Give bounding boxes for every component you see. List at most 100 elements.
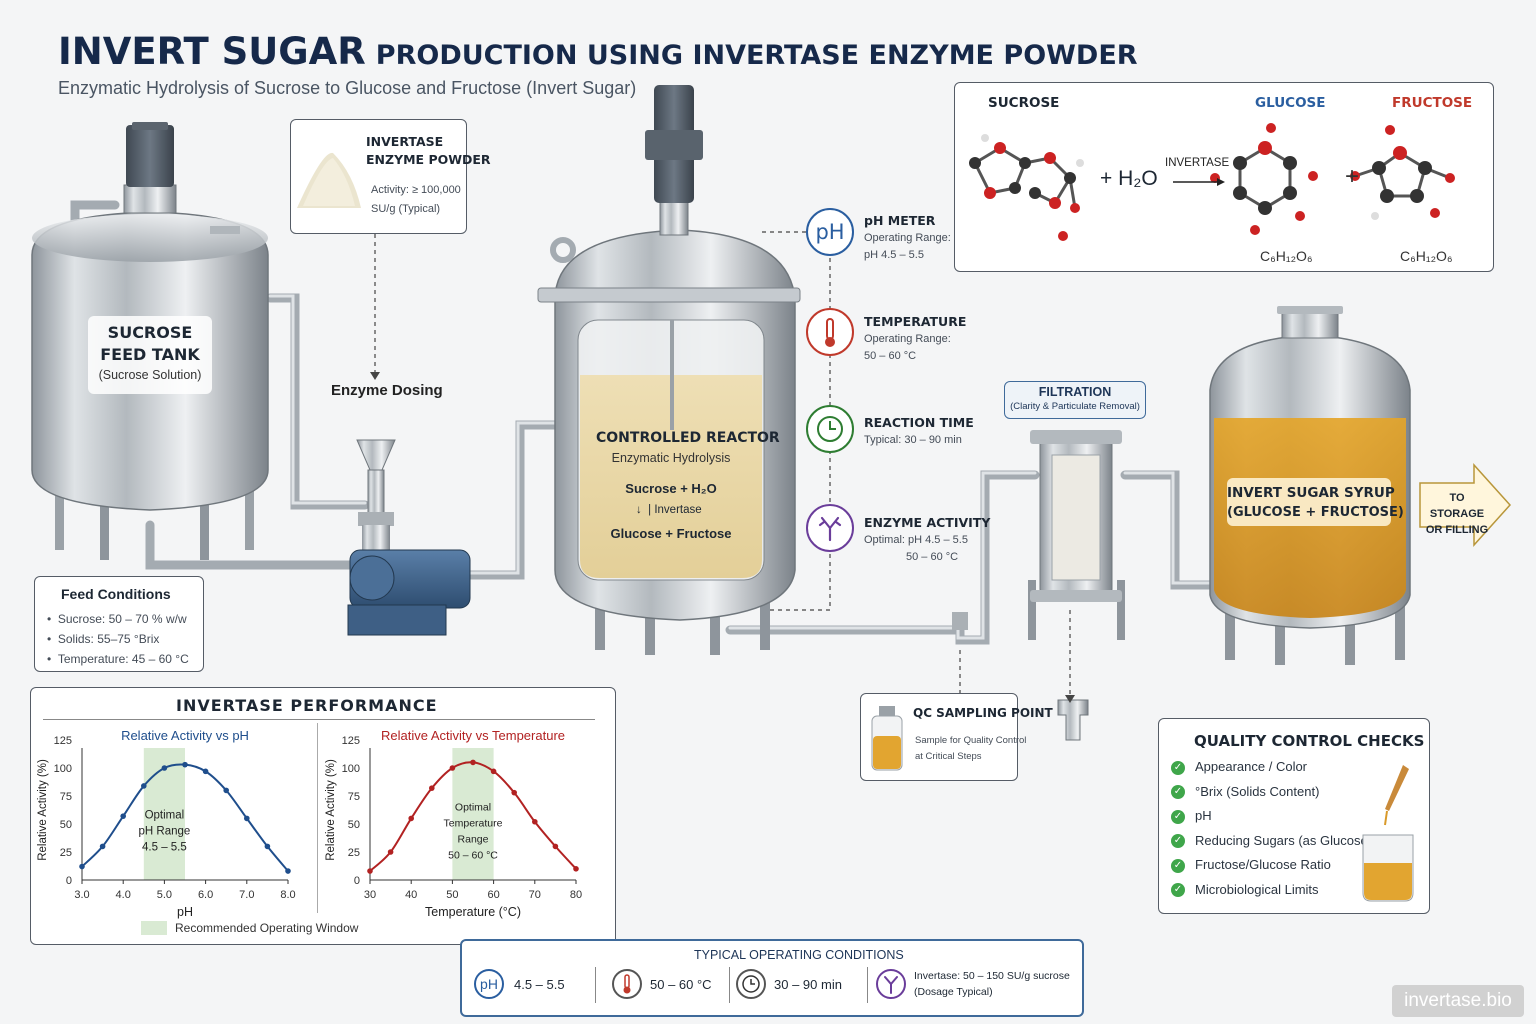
data-point xyxy=(490,768,497,775)
reaction-time-title: REACTION TIME xyxy=(864,415,974,430)
qc-check-item: ✓°Brix (Solids Content) xyxy=(1171,784,1372,809)
ph-meter-text: pH METER Operating Range: pH 4.5 – 5.5 xyxy=(864,213,951,263)
y-tick-label: 125 xyxy=(54,735,72,747)
fructose-formula: C₆H₁₂O₆ xyxy=(1400,248,1453,264)
data-point xyxy=(532,818,538,825)
operating-window-band xyxy=(452,748,494,880)
y-tick-label: 50 xyxy=(60,819,72,831)
syrup-line2: (GLUCOSE + FRUCTOSE) xyxy=(1227,505,1404,520)
filtration-sub: (Clarity & Particulate Removal) xyxy=(1010,401,1140,412)
check-icon: ✓ xyxy=(1171,760,1185,775)
data-point xyxy=(573,866,579,872)
data-point xyxy=(99,843,106,850)
plus-sign: + xyxy=(1345,163,1360,190)
enzyme-activity-1: Activity: ≥ 100,000 xyxy=(371,184,461,196)
x-axis-label: pH xyxy=(177,905,193,919)
operating-conditions-box: TYPICAL OPERATING CONDITIONS pH 4.5 – 5.… xyxy=(460,939,1084,1017)
x-tick-label: 60 xyxy=(487,889,499,901)
check-icon: ✓ xyxy=(1171,785,1185,800)
to-storage-line2: OR FILLING xyxy=(1425,524,1489,536)
legend-swatch xyxy=(141,921,167,935)
op-ph: pH 4.5 – 5.5 xyxy=(470,967,596,1003)
op-time: 30 – 90 min xyxy=(734,967,868,1003)
qc-check-item: ✓Microbiological Limits xyxy=(1171,882,1372,907)
fructose-molecule-icon xyxy=(1350,125,1455,220)
data-point xyxy=(223,787,229,794)
enzyme-activity-icon xyxy=(806,504,854,552)
x-tick-label: 70 xyxy=(529,889,541,901)
beaker-pipette-icon xyxy=(1362,765,1414,902)
x-axis-label: Temperature (°C) xyxy=(425,905,521,919)
data-point xyxy=(244,815,250,822)
data-point xyxy=(408,815,414,822)
check-icon: ✓ xyxy=(1171,858,1185,873)
molecule-models xyxy=(969,123,1455,241)
y-tick-label: 100 xyxy=(342,763,360,775)
chart-title: Relative Activity vs Temperature xyxy=(381,728,565,743)
feed-tank-label: SUCROSE FEED TANK (Sucrose Solution) xyxy=(88,316,212,394)
thermometer-icon xyxy=(806,308,854,356)
data-point xyxy=(552,843,559,850)
enzyme-activity-title: ENZYME ACTIVITY xyxy=(864,515,991,530)
water-term: + H₂O xyxy=(1100,167,1158,190)
qc-sampling-line2: at Critical Steps xyxy=(915,751,982,762)
x-tick-label: 3.0 xyxy=(74,889,89,901)
enzyme-activity-text: ENZYME ACTIVITY Optimal: pH 4.5 – 5.5 50… xyxy=(864,515,990,565)
window-annotation: Optimal xyxy=(145,809,185,821)
glucose-formula: C₆H₁₂O₆ xyxy=(1260,248,1313,264)
qc-check-item: ✓Reducing Sugars (as Glucose) xyxy=(1171,833,1372,858)
window-annotation: 4.5 – 5.5 xyxy=(142,841,187,853)
enzyme-activity-line1: Optimal: pH 4.5 – 5.5 xyxy=(864,534,968,546)
dosing-pump xyxy=(347,439,471,636)
reactor-label: CONTROLLED REACTOR Enzymatic Hydrolysis … xyxy=(596,430,780,541)
ph-meter-icon: pH xyxy=(806,208,854,256)
feed-condition-item: • Sucrose: 50 – 70 % w/w xyxy=(47,612,187,626)
fructose-label: FRUCTOSE xyxy=(1392,95,1473,111)
x-tick-label: 40 xyxy=(405,889,417,901)
glucose-label: GLUCOSE xyxy=(1255,95,1326,111)
check-icon: ✓ xyxy=(1171,809,1185,824)
invertase-performance-box: INVERTASE PERFORMANCE Recommended Operat… xyxy=(30,687,616,945)
op-temp-value: 50 – 60 °C xyxy=(650,977,712,992)
syrup-line1: INVERT SUGAR SYRUP xyxy=(1227,485,1395,501)
x-tick-label: 80 xyxy=(570,889,582,901)
feed-tank-title-1: SUCROSE xyxy=(107,323,193,342)
y-axis-label: Relative Activity (%) xyxy=(325,759,337,861)
feed-condition-item: • Temperature: 45 – 60 °C xyxy=(47,652,189,666)
window-annotation: 50 – 60 °C xyxy=(448,849,498,861)
enzyme-activity-line2: 50 – 60 °C xyxy=(906,550,959,563)
data-point xyxy=(470,759,476,766)
qc-check-item: ✓Fructose/Glucose Ratio xyxy=(1171,857,1372,882)
qc-sampling-point-box: QC SAMPLING POINT Sample for Quality Con… xyxy=(860,693,1053,781)
op-time-value: 30 – 90 min xyxy=(774,977,842,992)
x-tick-label: 50 xyxy=(446,889,458,901)
glucose-molecule-icon xyxy=(1210,123,1318,235)
page-subtitle: Enzymatic Hydrolysis of Sucrose to Gluco… xyxy=(58,78,637,98)
enzyme-icon xyxy=(876,969,906,999)
data-point xyxy=(141,783,147,789)
temperature-line2: 50 – 60 °C xyxy=(864,349,917,362)
data-point xyxy=(161,765,168,771)
data-point xyxy=(367,868,373,874)
qc-sampling-title: QC SAMPLING POINT xyxy=(913,706,1053,720)
feed-conditions-box: Feed Conditions • Sucrose: 50 – 70 % w/w… xyxy=(34,576,204,672)
temperature-text: TEMPERATURE Operating Range: 50 – 60 °C xyxy=(864,314,966,364)
op-temperature: 50 – 60 °C xyxy=(608,967,730,1003)
data-point xyxy=(449,765,456,771)
clock-icon xyxy=(736,969,766,999)
qc-sampling-line1: Sample for Quality Control xyxy=(915,735,1027,746)
y-tick-label: 0 xyxy=(66,875,72,887)
filtration-title: FILTRATION xyxy=(1038,385,1112,399)
reactor-products: Glucose + Fructose xyxy=(610,526,732,541)
op-dose-line1: Invertase: 50 – 150 SU/g sucrose xyxy=(914,970,1070,982)
sucrose-label: SUCROSE xyxy=(988,95,1060,111)
check-icon: ✓ xyxy=(1171,883,1185,898)
op-dosage: Invertase: 50 – 150 SU/g sucrose (Dosage… xyxy=(876,967,1080,1003)
reactor-reactants: Sucrose + H₂O xyxy=(625,481,717,496)
quality-control-box: QUALITY CONTROL CHECKS ✓Appearance / Col… xyxy=(1158,718,1430,914)
enzyme-activity-2: SU/g (Typical) xyxy=(371,203,441,215)
data-point xyxy=(79,863,85,870)
window-annotation: Range xyxy=(458,833,489,845)
